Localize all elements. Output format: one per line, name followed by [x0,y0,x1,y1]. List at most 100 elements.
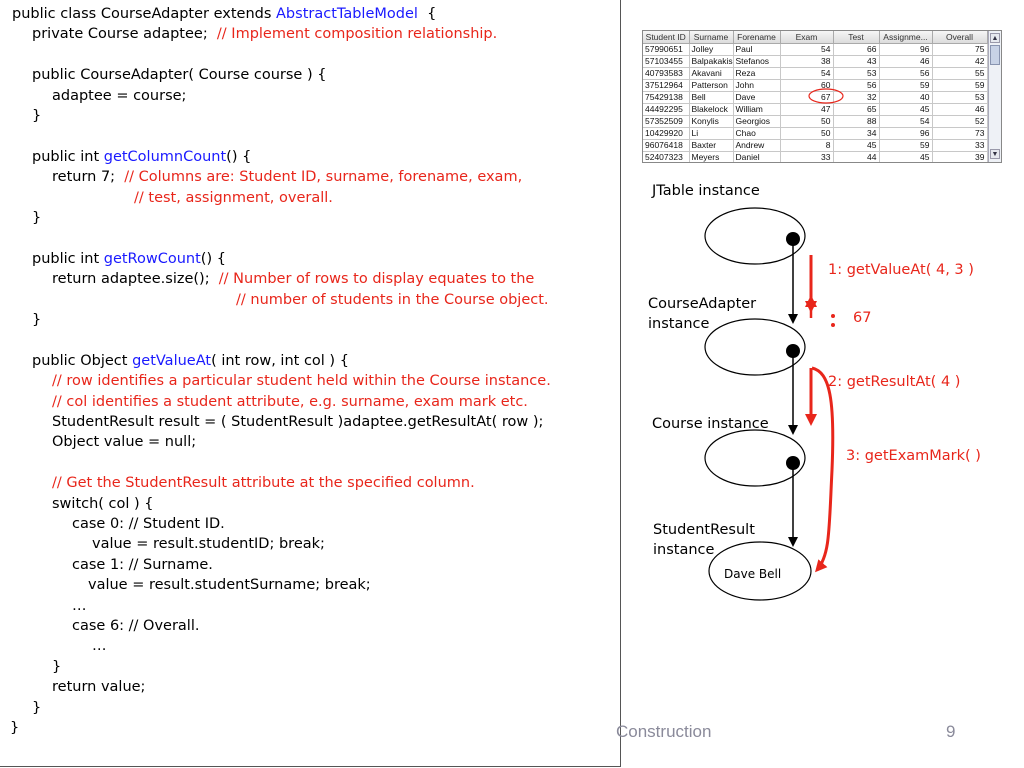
table-cell[interactable]: 43 [833,55,880,68]
scroll-down-icon[interactable]: ▼ [990,149,1000,159]
table-scrollbar[interactable]: ▲ ▼ [988,31,1001,162]
table-cell[interactable]: 37512964 [643,79,690,92]
table-cell[interactable]: 75429138 [643,91,690,104]
table-cell[interactable]: 59 [932,79,988,92]
table-cell[interactable]: 52407323 [643,151,690,162]
course-label: Course instance [652,416,769,432]
table-cell[interactable]: 57352509 [643,115,690,128]
scroll-up-icon[interactable]: ▲ [990,33,1000,43]
table-cell[interactable]: Balpakakis [689,55,734,68]
table-cell[interactable]: Blakelock [689,103,734,116]
table-cell[interactable]: Daniel [733,151,781,162]
table-cell[interactable]: 56 [879,67,933,80]
table-cell[interactable]: 56 [833,79,880,92]
table-cell[interactable]: 39 [932,151,988,162]
table-cell[interactable]: 34 [833,127,880,140]
table-cell[interactable]: Patterson [689,79,734,92]
table-cell[interactable]: 55 [932,67,988,80]
table-cell[interactable]: 52 [932,115,988,128]
table-cell[interactable]: Chao [733,127,781,140]
code-line: return value; [52,677,145,697]
table-cell[interactable]: 45 [879,103,933,116]
table-cell[interactable]: 54 [879,115,933,128]
table-cell[interactable]: John [733,79,781,92]
table-cell[interactable]: 44492295 [643,103,690,116]
table-cell[interactable]: 46 [879,55,933,68]
table-cell[interactable]: Bell [689,91,734,104]
table-cell[interactable]: 53 [932,91,988,104]
code-text: return adaptee.size(); [52,271,219,288]
table-cell[interactable]: Akavani [689,67,734,80]
table-cell[interactable]: Dave [733,91,781,104]
table-cell[interactable]: 40793583 [643,67,690,80]
column-header[interactable]: Test [833,31,880,44]
table-cell[interactable]: Paul [733,43,781,56]
table-cell[interactable]: 54 [780,67,834,80]
table-cell[interactable]: 54 [780,43,834,56]
table-cell[interactable]: Baxter [689,139,734,152]
table-cell[interactable]: Stefanos [733,55,781,68]
table-cell[interactable]: 65 [833,103,880,116]
table-cell[interactable]: 96 [879,127,933,140]
link-dot-3 [786,456,800,470]
table-cell[interactable]: 96 [879,43,933,56]
table-cell[interactable]: 53 [833,67,880,80]
table-cell[interactable]: 50 [780,127,834,140]
table-cell[interactable]: Li [689,127,734,140]
scroll-thumb[interactable] [990,45,1000,65]
table-cell[interactable]: 46 [932,103,988,116]
link-dot-2 [786,344,800,358]
table-cell[interactable]: 45 [833,139,880,152]
table-cell[interactable]: 59 [879,139,933,152]
table-cell[interactable]: 40 [879,91,933,104]
table-cell[interactable]: 38 [780,55,834,68]
table-cell[interactable]: 45 [879,151,933,162]
table-cell[interactable]: 8 [780,139,834,152]
table-cell[interactable]: 10429920 [643,127,690,140]
table-cell[interactable]: 42 [932,55,988,68]
table-cell[interactable]: 66 [833,43,880,56]
table-cell[interactable]: 47 [780,103,834,116]
table-cell[interactable]: 33 [932,139,988,152]
table-cell[interactable]: 57103455 [643,55,690,68]
column-header[interactable]: Exam [780,31,834,44]
table-cell[interactable]: 96076418 [643,139,690,152]
column-header[interactable]: Student ID [643,31,690,44]
code-text: () { [226,148,252,165]
table-cell[interactable]: 50 [780,115,834,128]
table-cell[interactable]: Jolley [689,43,734,56]
table-cell[interactable]: William [733,103,781,116]
table-cell[interactable]: Reza [733,67,781,80]
table-cell[interactable]: 44 [833,151,880,162]
table-cell[interactable]: 73 [932,127,988,140]
table-cell[interactable]: 75 [932,43,988,56]
column-header[interactable]: Assignme... [879,31,933,44]
table-cell[interactable]: 32 [833,91,880,104]
table-cell[interactable]: Meyers [689,151,734,162]
column-header[interactable]: Overall [932,31,988,44]
table-cell[interactable]: 57990651 [643,43,690,56]
column-header[interactable]: Forename [733,31,781,44]
table-cell[interactable]: Andrew [733,139,781,152]
table-cell[interactable]: Konylis [689,115,734,128]
table-cell[interactable]: 88 [833,115,880,128]
column-header[interactable]: Surname [689,31,734,44]
table-cell[interactable]: 33 [780,151,834,162]
table-cell[interactable]: Georgios [733,115,781,128]
table-cell[interactable]: 67 [780,91,834,104]
table-cell[interactable]: 59 [879,79,933,92]
table-cell[interactable]: 60 [780,79,834,92]
